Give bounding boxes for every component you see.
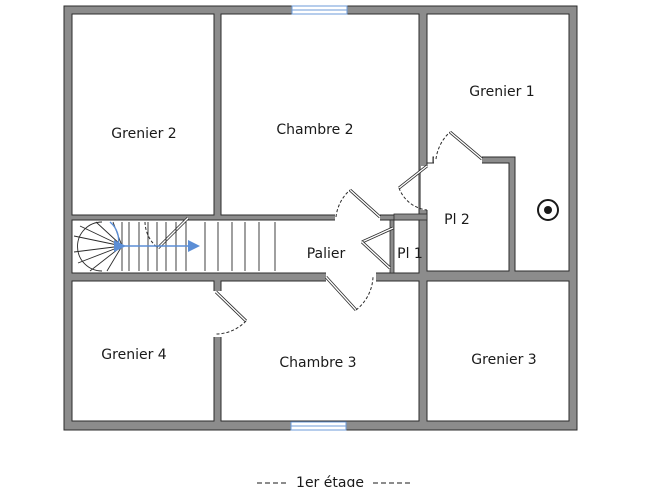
- door-chambre-2[interactable]: [335, 188, 382, 222]
- floor-label: 1er étage: [296, 475, 364, 487]
- target-icon: [537, 199, 559, 221]
- label-chambre-3: Chambre 3: [279, 355, 356, 371]
- room-chambre-2[interactable]: [220, 13, 420, 216]
- door-pl-2[interactable]: [398, 164, 433, 211]
- label-grenier-3: Grenier 3: [471, 352, 536, 368]
- label-grenier-1: Grenier 1: [469, 84, 534, 100]
- room-grenier-2[interactable]: [71, 13, 215, 216]
- door-chambre-3[interactable]: [324, 271, 376, 312]
- room-grenier-4[interactable]: [71, 280, 215, 422]
- label-grenier-2: Grenier 2: [111, 126, 176, 142]
- floor-title: 1er étage: [257, 475, 410, 487]
- window-chambre-2: [291, 5, 348, 15]
- label-grenier-4: Grenier 4: [101, 347, 166, 363]
- room-grenier-3[interactable]: [426, 280, 570, 422]
- door-grenier-1[interactable]: [434, 130, 483, 164]
- stair-arrow-icon: [109, 221, 200, 252]
- wall-pl-1-top: [393, 213, 428, 221]
- room-pl-2[interactable]: [426, 162, 510, 272]
- door-grenier-4[interactable]: [212, 290, 248, 337]
- label-pl-2: Pl 2: [444, 212, 470, 228]
- room-chambre-3[interactable]: [220, 280, 420, 422]
- label-chambre-2: Chambre 2: [276, 122, 353, 138]
- window-chambre-3: [290, 421, 347, 431]
- label-palier: Palier: [307, 246, 346, 262]
- door-pl-1[interactable]: [360, 226, 394, 270]
- wall-pl-1: [389, 219, 395, 274]
- label-pl-1: Pl 1: [397, 246, 423, 262]
